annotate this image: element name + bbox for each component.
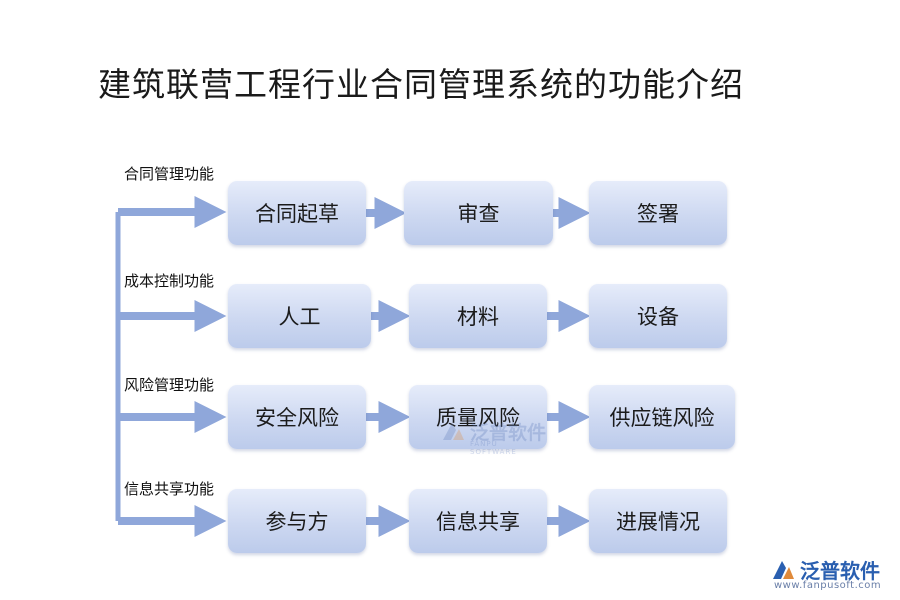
row-label-contract: 合同管理功能 (124, 165, 215, 183)
watermark-logo-icon (443, 422, 464, 440)
node-quality-risk: 质量风险 (409, 385, 547, 449)
node-equipment: 设备 (589, 284, 727, 348)
node-contract-draft: 合同起草 (228, 181, 366, 245)
watermark: 泛普软件 FANPU SOFTWARE (440, 418, 547, 456)
node-material: 材料 (409, 284, 547, 348)
brand-name: 泛普软件 (800, 559, 880, 583)
node-supply-chain-risk: 供应链风险 (589, 385, 735, 449)
node-progress: 进展情况 (589, 489, 727, 553)
brand-logo: 泛普软件 (770, 555, 880, 584)
node-participants: 参与方 (228, 489, 366, 553)
node-labor: 人工 (228, 284, 371, 348)
node-review: 审查 (404, 181, 553, 245)
node-safety-risk: 安全风险 (228, 385, 366, 449)
row-label-cost: 成本控制功能 (124, 272, 215, 290)
watermark-text: 泛普软件 (470, 422, 547, 444)
brand-url: www.fanpusoft.com (774, 580, 882, 591)
row-label-risk: 风险管理功能 (124, 376, 215, 394)
node-info-sharing: 信息共享 (409, 489, 547, 553)
node-sign: 签署 (589, 181, 727, 245)
diagram-title: 建筑联营工程行业合同管理系统的功能介绍 (98, 65, 744, 104)
row-label-info: 信息共享功能 (124, 480, 215, 498)
watermark-subtext: FANPU SOFTWARE (470, 440, 517, 456)
brand-logo-icon (773, 560, 794, 579)
